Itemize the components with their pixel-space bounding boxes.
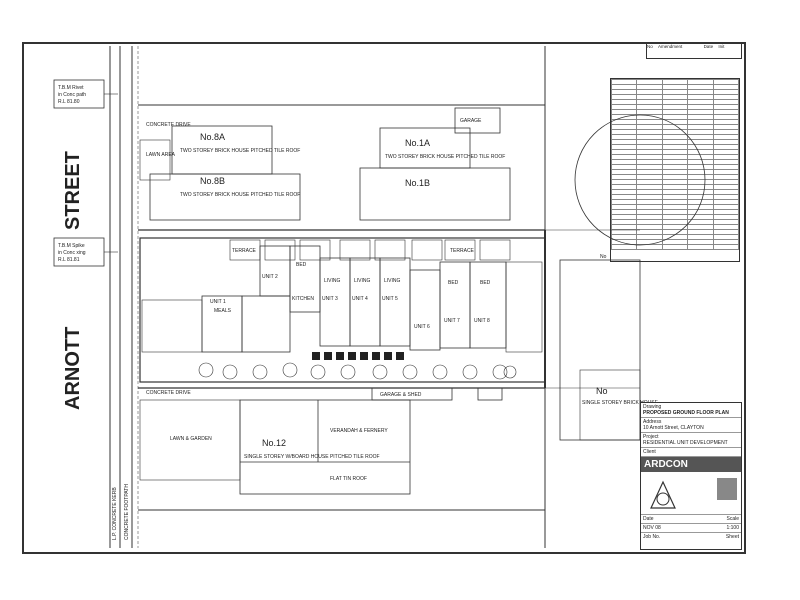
lawn-garden-label: LAWN & GARDEN <box>170 436 212 442</box>
unit-label: UNIT 4 <box>352 296 368 302</box>
street-name-street: STREET <box>62 151 84 230</box>
scale-value: 1:100 <box>726 525 739 531</box>
single-storey-label: SINGLE STOREY BRICK HOUSE <box>582 400 659 406</box>
schedule-row <box>610 109 740 115</box>
title-job-row: Job No. Sheet <box>641 533 741 541</box>
amendment-col-no: No <box>647 44 653 49</box>
tbm-note-2-line-2: in Conc xing <box>58 250 86 256</box>
address-value: 10 Arnott Street, CLAYTON <box>643 425 704 431</box>
title-meta-row: Date Scale <box>641 515 741 524</box>
schedule-row <box>610 144 740 150</box>
lawn-area-label: LAWN AREA <box>146 152 176 158</box>
flat-tin-roof-label: FLAT TIN ROOF <box>330 476 367 482</box>
address-label: Address <box>643 419 662 425</box>
verandah-label: VERANDAH & FERNERY <box>330 428 388 434</box>
living-label: LIVING <box>354 278 371 284</box>
no1a-desc: TWO STOREY BRICK HOUSE PITCHED TILE ROOF <box>385 154 505 160</box>
amendment-box: No Amendment Date Init <box>646 43 742 59</box>
title-block: Drawing PROPOSED GROUND FLOOR PLAN Addre… <box>640 402 742 550</box>
bed-label: BED <box>480 280 491 286</box>
brand-name: ARDCON <box>641 457 741 472</box>
title-project-row: Project RESIDENTIAL UNIT DEVELOPMENT <box>641 433 741 448</box>
title-drawing-row: Drawing PROPOSED GROUND FLOOR PLAN <box>641 403 741 418</box>
living-label: LIVING <box>324 278 341 284</box>
title-client-row: Client <box>641 448 741 457</box>
tbm-note-2-line-1: T.B.M Spike <box>58 243 85 249</box>
tbm-note-1-line-2: in Conc path <box>58 92 86 98</box>
schedule-cell <box>712 244 740 250</box>
unit-label: UNIT 7 <box>444 318 460 324</box>
date-value: NOV 08 <box>643 525 661 531</box>
no8a-number: No.8A <box>200 132 225 142</box>
amendment-col-amendment: Amendment <box>658 44 683 49</box>
scale-label: Scale <box>726 516 739 522</box>
title-address-row: Address 10 Arnott Street, CLAYTON <box>641 418 741 433</box>
date-label: Date <box>643 516 654 522</box>
client-label: Client <box>643 449 656 455</box>
unit-label: UNIT 2 <box>262 274 278 280</box>
title-meta-values: NOV 08 1:100 <box>641 524 741 533</box>
schedule-row <box>610 244 740 250</box>
tbm-note-1-line-3: R.L 81.80 <box>58 99 80 105</box>
terrace-label: TERRACE <box>450 248 475 254</box>
living-label: LIVING <box>384 278 401 284</box>
meals-label: MEALS <box>214 308 232 314</box>
amendment-col-init: Init <box>718 44 725 49</box>
lp-conc-label: L.P. CONCRETE KERB <box>112 487 118 540</box>
bed-label: BED <box>296 262 307 268</box>
unit-label: UNIT 5 <box>382 296 398 302</box>
concrete-drive-bottom: CONCRETE DRIVE <box>146 390 191 396</box>
project-value: RESIDENTIAL UNIT DEVELOPMENT <box>643 440 728 446</box>
unit-label: UNIT 3 <box>322 296 338 302</box>
no8a-desc: TWO STOREY BRICK HOUSE PITCHED TILE ROOF <box>180 148 300 154</box>
sheet-label: Sheet <box>725 534 739 540</box>
amendment-col-date: Date <box>703 44 714 49</box>
no8b-desc: TWO STOREY BRICK HOUSE PITCHED TILE ROOF <box>180 192 300 198</box>
unit-label: UNIT 6 <box>414 324 430 330</box>
logo-area <box>641 472 741 515</box>
area-schedule-table <box>610 78 740 262</box>
top-right-no-label: No <box>600 254 607 260</box>
no1a-number: No.1A <box>405 138 430 148</box>
drawing-label: Drawing <box>643 404 662 410</box>
no12-number: No.12 <box>262 438 286 448</box>
kitchen-label: KITCHEN <box>292 296 314 302</box>
terrace-label: TERRACE <box>232 248 257 254</box>
bed-label: BED <box>448 280 459 286</box>
no12-desc: SINGLE STOREY W/BOARD HOUSE PITCHED TILE… <box>244 454 380 460</box>
conc-footpath-label: CONCRETE FOOTPATH <box>124 484 130 540</box>
right-no-label: No <box>596 386 608 396</box>
project-label: Project <box>643 434 659 440</box>
ardcon-logo-icon <box>650 478 737 509</box>
no1b-number: No.1B <box>405 178 430 188</box>
concrete-drive-top: CONCRETE DRIVE <box>146 122 191 128</box>
unit-labels: UNIT 1 UNIT 2 UNIT 3 UNIT 4 UNIT 5 UNIT … <box>210 274 490 330</box>
job-label: Job No. <box>643 534 661 540</box>
tbm-note-2-line-3: R.L 81.81 <box>58 257 80 263</box>
tbm-note-1-line-1: T.B.M Rivet <box>58 85 84 91</box>
drawing-title: PROPOSED GROUND FLOOR PLAN <box>643 410 729 416</box>
garage-shed-label: GARAGE & SHED <box>380 392 422 398</box>
unit-label: UNIT 8 <box>474 318 490 324</box>
unit-label: UNIT 1 <box>210 299 226 305</box>
no8b-number: No.8B <box>200 176 225 186</box>
garage-top-label: GARAGE <box>460 118 482 124</box>
street-name-arnott: ARNOTT <box>62 327 84 410</box>
